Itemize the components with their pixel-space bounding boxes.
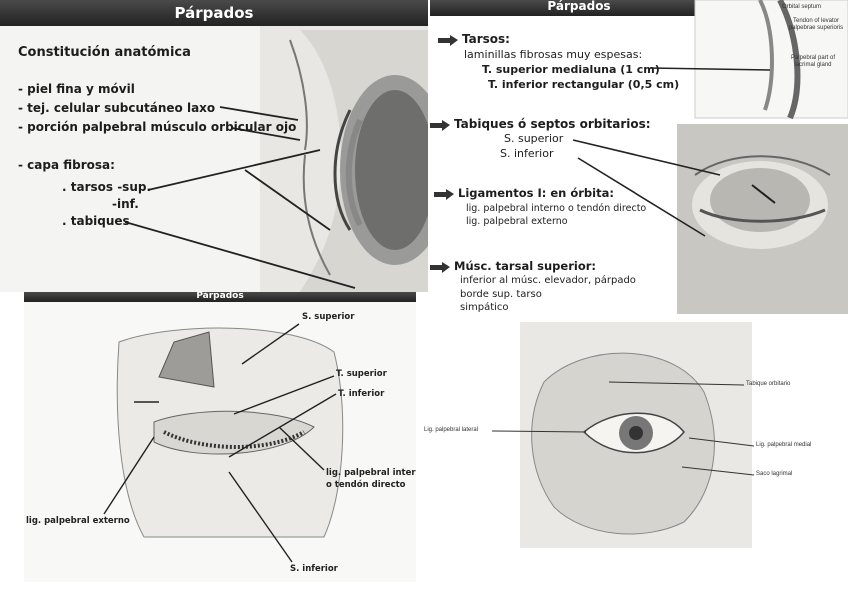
ligamentos-item-1: lig. palpebral interno o tendón directo <box>466 203 647 214</box>
section-tarsos-head: Tarsos: <box>438 32 510 46</box>
section-ligamentos-head: Ligamentos I: en órbita: <box>434 186 614 200</box>
arrow-icon <box>438 34 458 46</box>
musculo-item-3: simpático <box>460 302 509 313</box>
fig-label-lacrimal: Palpebral part of lacrimal gland <box>790 55 836 68</box>
panel-3-title: Párpados <box>24 292 416 302</box>
heading: Constitución anatómica <box>18 45 191 60</box>
arrow-icon <box>434 188 454 200</box>
label-saco-lagrimal: Saco lagrimal <box>756 471 793 477</box>
panel-orbital-figure: Tabique orbitario Lig. palpebral lateral… <box>424 322 848 548</box>
section-musculo-head: Músc. tarsal superior: <box>430 259 596 273</box>
musculo-item-1: inferior al músc. elevador, párpado <box>460 275 636 286</box>
eyelid-cross-section-illustration <box>124 26 428 292</box>
eyelid-anatomy-illustrations <box>572 0 848 314</box>
label-lig-lateral: Lig. palpebral lateral <box>424 427 479 433</box>
line-tejido: - tej. celular subcutáneo laxo <box>18 101 216 115</box>
line-orbicular: - porción palpebral músculo orbicular oj… <box>18 120 297 134</box>
label-lig-externo: lig. palpebral externo <box>26 516 130 526</box>
panel-tarsos: Párpados Orbital septum Tendon of levato… <box>430 0 848 314</box>
line-tarsos-inf: -inf. <box>112 197 139 211</box>
section-tabiques-head: Tabiques ó septos orbitarios: <box>430 117 651 131</box>
tarsos-item-3: T. inferior rectangular (0,5 cm) <box>488 78 680 91</box>
line-tarsos-sup: . tarsos -sup. <box>62 180 152 194</box>
line-piel: - piel fina y móvil <box>18 82 135 96</box>
panel-tarsos-figure: Párpados S. superior T. superior T. infe… <box>24 292 416 582</box>
orbit-frontal-illustration <box>491 322 755 548</box>
label-lig-medial: Lig. palpebral medial <box>756 442 812 448</box>
line-tabiques: . tabiques <box>62 214 130 228</box>
tabiques-item-1: S. superior <box>504 132 564 145</box>
panel-constitucion: Párpados Constitución anatómica - piel f… <box>0 0 428 292</box>
fig-label-orbital-septum: Orbital septum <box>782 4 822 10</box>
tarsos-item-2: T. superior medialuna (1 cm) <box>482 63 660 76</box>
eyelid-frontal-illustration <box>103 323 344 563</box>
musculo-item-2: borde sup. tarso <box>460 289 542 300</box>
label-s-superior: S. superior <box>302 312 355 322</box>
label-lig-interno-2: o tendón directo <box>326 480 406 490</box>
line-capa-fibrosa: - capa fibrosa: <box>18 158 115 172</box>
arrow-icon <box>430 261 450 273</box>
tabiques-item-2: S. inferior <box>500 147 554 160</box>
ligamentos-item-2: lig. palpebral externo <box>466 216 568 227</box>
panel-1-title: Párpados <box>0 0 428 26</box>
panel-2-title: Párpados <box>430 0 728 16</box>
fig-label-levator: Tendon of levator palpebrae superioris <box>788 18 844 31</box>
label-s-inferior: S. inferior <box>290 564 338 574</box>
arrow-icon <box>430 119 450 131</box>
label-t-superior: T. superior <box>336 369 387 379</box>
label-tabique-orbitario: Tabique orbitario <box>746 381 791 387</box>
tarsos-item-1: laminillas fibrosas muy espesas: <box>464 48 643 61</box>
label-lig-interno-1: lig. palpebral interno <box>326 468 416 478</box>
label-t-inferior: T. inferior <box>338 389 385 399</box>
